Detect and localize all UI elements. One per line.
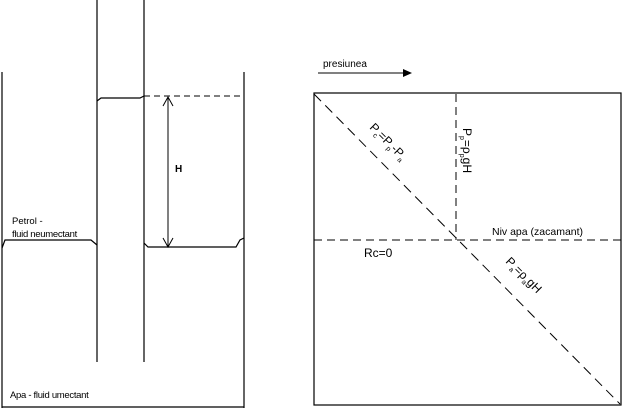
water-label: Apa - fluid umectant	[10, 390, 89, 401]
pressure-diagram: presiunea Pc=Pp-Pa Pp=ρpgH Niv apa (zaca…	[313, 59, 622, 406]
pressure-axis-label: presiunea	[323, 59, 367, 70]
pressure-axis-arrowhead	[403, 69, 412, 77]
height-label: H	[175, 164, 182, 175]
water-pressure-dashed-diagonal	[313, 93, 621, 405]
oil-column-formula: Pp=ρpgH	[458, 128, 474, 173]
zero-capillary-label: Rc=0	[364, 246, 393, 260]
vessel-diagram: H Petrol - fluid neumectant Apa - fluid …	[1, 0, 245, 408]
capillary-meniscus	[96, 95, 145, 102]
interface-left-outside	[1, 239, 98, 249]
oil-label-line1: Petrol -	[12, 216, 43, 227]
oil-label-line2: fluid neumectant	[12, 229, 78, 240]
capillary-pressure-formula: Pc=Pp-Pa	[365, 120, 409, 164]
water-level-label: Niv apa (zacamant)	[492, 226, 583, 238]
interface-right-outside	[143, 237, 245, 248]
height-arrow-top	[162, 95, 174, 107]
height-arrow-bottom	[162, 237, 174, 249]
pressure-diagram-frame	[313, 92, 622, 406]
